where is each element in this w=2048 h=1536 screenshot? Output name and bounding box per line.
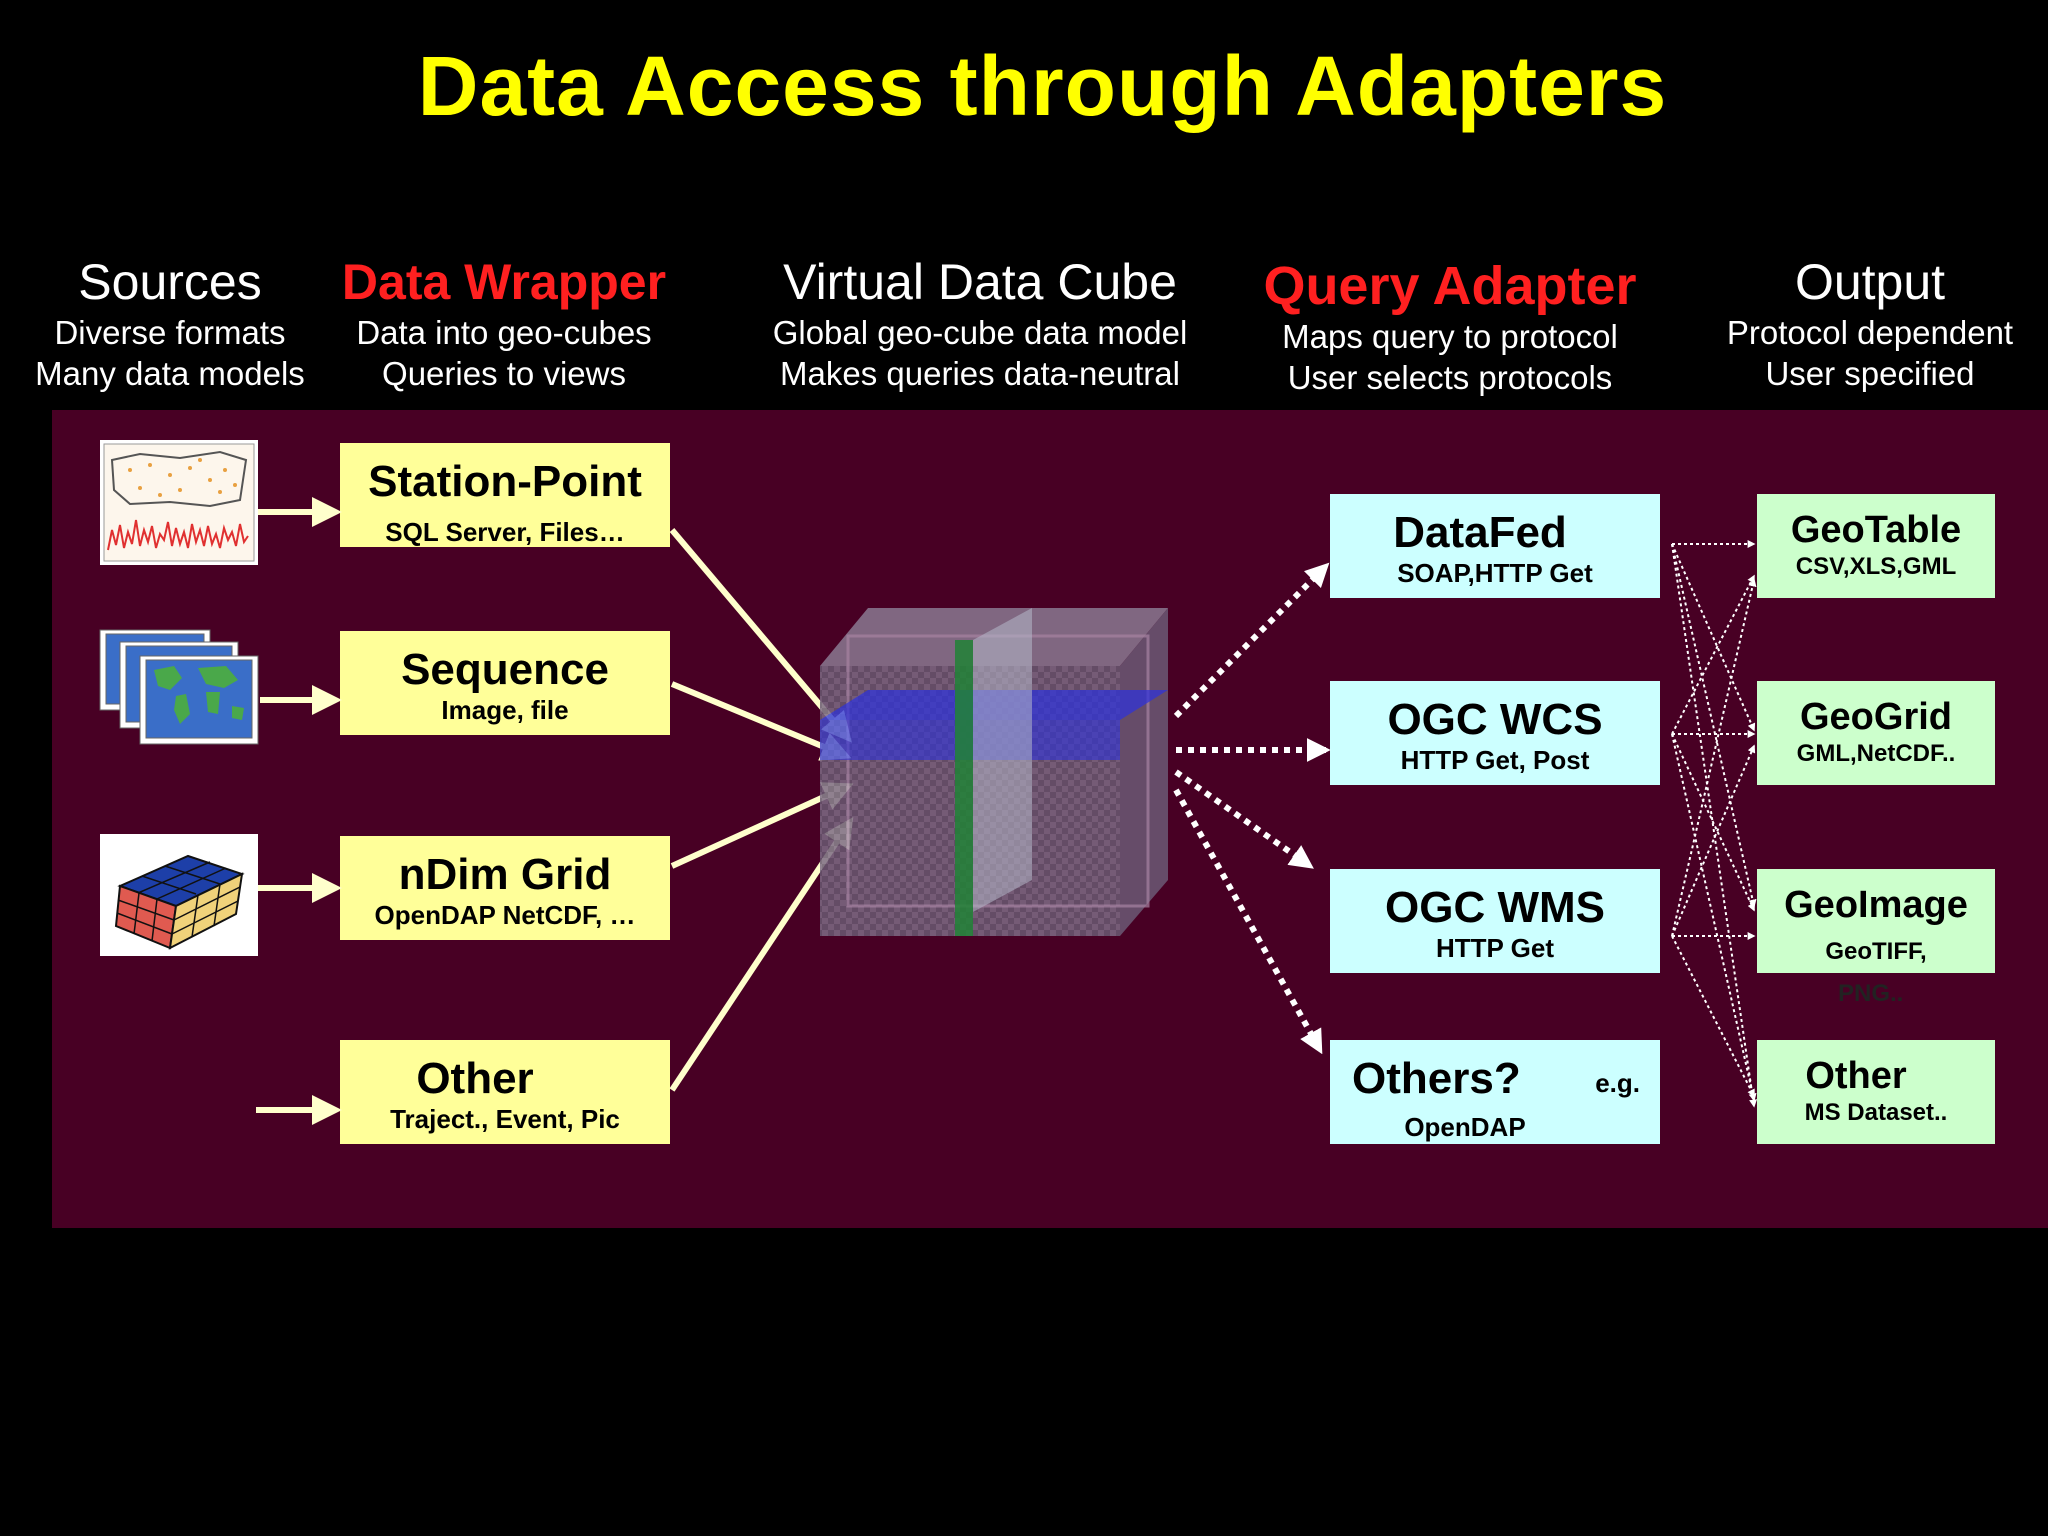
wrapper-heading: Data Wrapper bbox=[341, 254, 667, 310]
output-box-detail: GeoTIFF, bbox=[1825, 938, 1927, 965]
adapter-box-detail: SOAP,HTTP Get bbox=[1397, 558, 1593, 588]
wrapper-box-ndim-grid[interactable]: nDim Grid OpenDAP NetCDF, … bbox=[340, 836, 670, 940]
wrapper-heading-group: Data Wrapper Data into geo-cubes Queries… bbox=[334, 252, 674, 394]
world-map-sequence-icon bbox=[98, 628, 260, 748]
sources-heading-group: Sources Diverse formats Many data models bbox=[20, 252, 320, 394]
wrapper-box-sequence[interactable]: Sequence Image, file bbox=[340, 631, 670, 735]
wrapper-box-title: Other bbox=[416, 1054, 534, 1103]
wrapper-box-detail: SQL Server, Files… bbox=[385, 517, 625, 547]
wrapper-cube-arrow-3 bbox=[670, 782, 854, 869]
output-box-detail: GML,NetCDF.. bbox=[1796, 740, 1956, 767]
wrapper-box-title: nDim Grid bbox=[398, 850, 612, 899]
sources-line2: Many data models bbox=[35, 355, 305, 392]
adapter-box-ogc-wcs[interactable]: OGC WCS HTTP Get, Post bbox=[1330, 681, 1660, 785]
cube-heading: Virtual Data Cube bbox=[783, 254, 1177, 310]
adapter-box-datafed[interactable]: DataFed SOAP,HTTP Get bbox=[1330, 494, 1660, 598]
cube-heading-group: Virtual Data Cube Global geo-cube data m… bbox=[760, 252, 1200, 394]
cube-adapter-arrow-3 bbox=[1174, 769, 1314, 869]
cube-adapter-arrow-4 bbox=[1173, 788, 1323, 1055]
adapter-box-title: OGC WCS bbox=[1387, 695, 1603, 744]
adapter-line2: User selects protocols bbox=[1287, 359, 1613, 396]
output-box-detail: CSV,XLS,GML bbox=[1795, 553, 1957, 580]
wrapper-box-detail: OpenDAP NetCDF, … bbox=[374, 900, 636, 930]
adapter-heading-group: Query Adapter Maps query to protocol Use… bbox=[1240, 256, 1660, 398]
wrapper-box-title: Sequence bbox=[401, 645, 609, 694]
station-map-chart-icon bbox=[100, 440, 258, 565]
adapter-box-title: OGC WMS bbox=[1385, 883, 1605, 932]
adapter-box-note: e.g. bbox=[1595, 1068, 1640, 1098]
output-box-detail-overflow: PNG.. bbox=[1838, 980, 1904, 1007]
output-box-title: GeoImage bbox=[1784, 884, 1968, 926]
output-box-title: Other bbox=[1805, 1055, 1907, 1097]
adapter-box-detail: HTTP Get bbox=[1436, 933, 1554, 963]
wrapper-box-detail: Image, file bbox=[441, 695, 569, 725]
output-box-title: GeoGrid bbox=[1799, 696, 1953, 738]
wrapper-box-station-point[interactable]: Station-Point SQL Server, Files… bbox=[340, 443, 670, 547]
output-heading: Output bbox=[1794, 254, 1946, 310]
page-title: Data Access through Adapters bbox=[417, 39, 1668, 133]
adapter-box-others[interactable]: Others? e.g. OpenDAP bbox=[1330, 1040, 1660, 1144]
output-line2: User specified bbox=[1765, 355, 1975, 392]
sources-line1: Diverse formats bbox=[54, 314, 286, 351]
wrapper-box-detail: Traject., Event, Pic bbox=[390, 1104, 620, 1134]
adapter-box-title: DataFed bbox=[1393, 508, 1567, 557]
wrapper-box-title: Station-Point bbox=[368, 457, 642, 506]
adapter-box-ogc-wms[interactable]: OGC WMS HTTP Get bbox=[1330, 869, 1660, 973]
cube-adapter-arrow-1 bbox=[1173, 562, 1330, 719]
wrapper-line1: Data into geo-cubes bbox=[356, 314, 652, 351]
wrapper-cube-arrow-1 bbox=[669, 528, 852, 743]
cube-line2: Makes queries data-neutral bbox=[780, 355, 1180, 392]
output-box-geoimage[interactable]: GeoImage GeoTIFF, bbox=[1757, 869, 1995, 973]
wrapper-cube-arrow-2 bbox=[670, 681, 852, 761]
adapter-heading: Query Adapter bbox=[1263, 256, 1637, 316]
output-line1: Protocol dependent bbox=[1726, 314, 2014, 351]
wrapper-box-other[interactable]: Other Traject., Event, Pic bbox=[340, 1040, 670, 1144]
rubiks-cube-icon bbox=[100, 834, 258, 956]
output-box-geogrid[interactable]: GeoGrid GML,NetCDF.. bbox=[1757, 681, 1995, 785]
output-box-geotable[interactable]: GeoTable CSV,XLS,GML bbox=[1757, 494, 1995, 598]
adapter-box-detail: OpenDAP bbox=[1404, 1112, 1526, 1142]
adapter-box-title: Others? bbox=[1352, 1054, 1521, 1103]
adapter-box-detail: HTTP Get, Post bbox=[1400, 745, 1590, 775]
adapter-line1: Maps query to protocol bbox=[1282, 318, 1618, 355]
output-box-title: GeoTable bbox=[1790, 509, 1962, 551]
output-box-other[interactable]: Other MS Dataset.. bbox=[1757, 1040, 1995, 1144]
adapter-output-connectors bbox=[1671, 540, 1758, 1108]
output-box-detail: MS Dataset.. bbox=[1804, 1099, 1948, 1126]
wrapper-line2: Queries to views bbox=[382, 355, 626, 392]
output-heading-group: Output Protocol dependent User specified bbox=[1710, 252, 2030, 394]
sources-heading: Sources bbox=[78, 254, 262, 310]
virtual-data-cube-icon bbox=[820, 608, 1168, 936]
cube-line1: Global geo-cube data model bbox=[772, 314, 1188, 351]
